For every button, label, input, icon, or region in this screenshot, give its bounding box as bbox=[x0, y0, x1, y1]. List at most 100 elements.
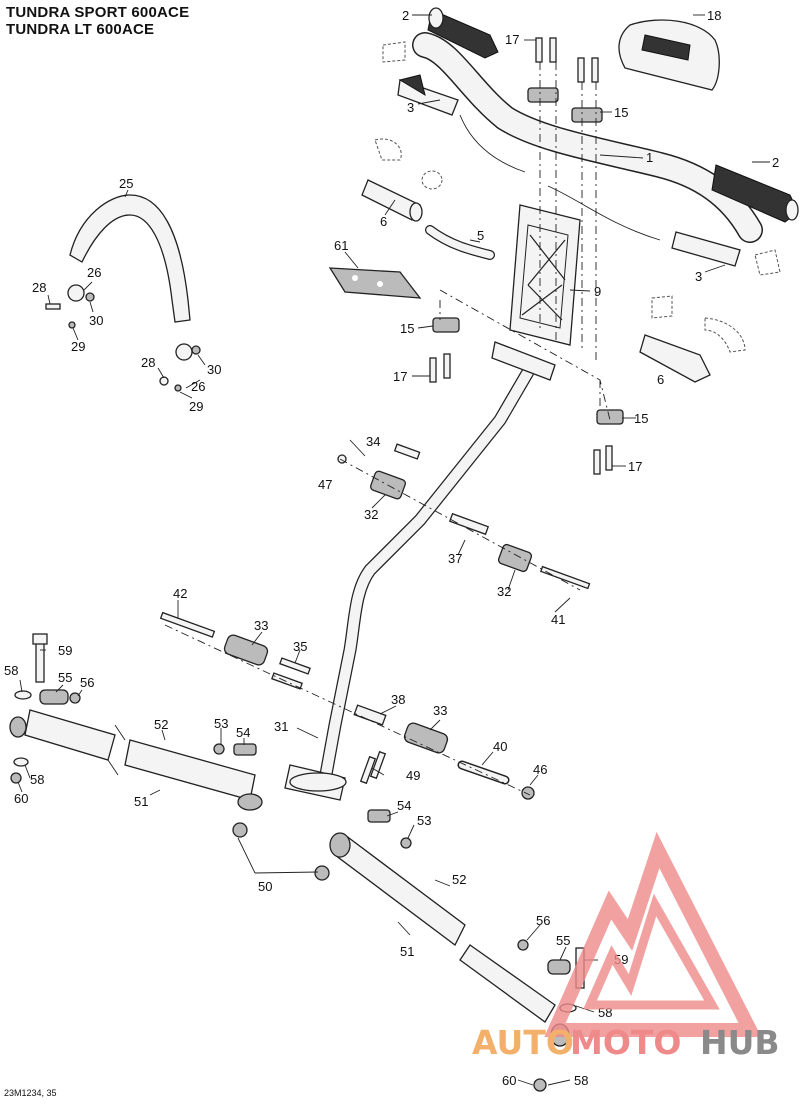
callout-17-top: 17 bbox=[505, 32, 519, 47]
callout-55-right: 55 bbox=[556, 933, 570, 948]
ball-joint-54-left bbox=[233, 743, 257, 756]
ball-end-right bbox=[550, 1023, 570, 1047]
handlebar bbox=[412, 32, 763, 243]
bushing-50-a bbox=[232, 822, 248, 838]
handlebar-cover bbox=[618, 19, 720, 91]
callout-17-mid: 17 bbox=[393, 369, 407, 384]
callout-52-left: 52 bbox=[154, 717, 168, 732]
callout-55-left: 55 bbox=[58, 670, 72, 685]
ball-joint-33-lower bbox=[403, 722, 449, 754]
callout-61: 61 bbox=[334, 238, 348, 253]
callout-9: 9 bbox=[594, 284, 601, 299]
grip-insert-6-upper bbox=[361, 179, 423, 222]
cap-ghost-5 bbox=[704, 317, 746, 353]
cap-ghost-2 bbox=[421, 170, 443, 190]
diagram-title-2: TUNDRA LT 600ACE bbox=[6, 21, 155, 38]
callout-6-upper: 6 bbox=[380, 214, 387, 229]
callout-33-lower: 33 bbox=[433, 703, 447, 718]
tie-rod-end-left bbox=[9, 633, 69, 738]
callout-2-left: 2 bbox=[402, 8, 409, 23]
riser-block bbox=[509, 204, 581, 346]
callout-29-upper: 29 bbox=[71, 339, 85, 354]
callout-15-mid: 15 bbox=[400, 321, 414, 336]
callout-46: 46 bbox=[533, 762, 547, 777]
cable-guide-25 bbox=[69, 194, 191, 323]
callout-58-right-top: 58 bbox=[598, 1005, 612, 1020]
callout-30-upper: 30 bbox=[89, 313, 103, 328]
callout-2-right: 2 bbox=[772, 155, 779, 170]
callout-32-lower: 32 bbox=[497, 584, 511, 599]
callout-34: 34 bbox=[366, 434, 380, 449]
callout-26-upper: 26 bbox=[87, 265, 101, 280]
callout-30-lower: 30 bbox=[207, 362, 221, 377]
ball-joint-54-right bbox=[367, 809, 391, 823]
washer-58-left-top bbox=[14, 690, 32, 700]
callout-3-right: 3 bbox=[695, 269, 702, 284]
spacer-38 bbox=[353, 704, 387, 726]
steering-column bbox=[284, 341, 556, 801]
callout-33-upper: 33 bbox=[254, 618, 268, 633]
callout-59-left: 59 bbox=[58, 643, 72, 658]
nut-56-left bbox=[69, 692, 81, 704]
cap-ghost-4 bbox=[651, 295, 673, 319]
callout-59-right: 59 bbox=[614, 952, 628, 967]
callout-3-left: 3 bbox=[407, 100, 414, 115]
bolts-49 bbox=[359, 750, 387, 785]
plate-61 bbox=[328, 267, 422, 299]
callout-6-lower: 6 bbox=[657, 372, 664, 387]
bolt-42 bbox=[159, 611, 216, 638]
diagram-title-1: TUNDRA SPORT 600ACE bbox=[6, 4, 190, 21]
grip-insert-6-lower bbox=[639, 334, 711, 383]
callout-40: 40 bbox=[493, 739, 507, 754]
callout-47: 47 bbox=[318, 477, 332, 492]
callout-51-right: 51 bbox=[400, 944, 414, 959]
callout-labels: 1 2 2 3 3 5 6 6 9 15 15 15 17 17 17 18 2… bbox=[4, 8, 779, 1088]
grip-left bbox=[427, 7, 499, 59]
callout-53-right: 53 bbox=[417, 813, 431, 828]
callout-28-upper: 28 bbox=[32, 280, 46, 295]
nut-60-left bbox=[10, 772, 22, 784]
clamp-upper bbox=[432, 87, 624, 425]
callout-37: 37 bbox=[448, 551, 462, 566]
bolt-41 bbox=[539, 565, 591, 590]
pin-34 bbox=[393, 443, 421, 460]
bolts-17 bbox=[429, 37, 613, 475]
tie-rod-end-32-lower bbox=[497, 543, 533, 573]
callout-50: 50 bbox=[258, 879, 272, 894]
callout-53-left: 53 bbox=[214, 716, 228, 731]
nut-60-right bbox=[533, 1078, 547, 1092]
clamp-26-upper bbox=[45, 284, 95, 329]
grip-heater-left bbox=[397, 74, 459, 116]
callout-17-low: 17 bbox=[628, 459, 642, 474]
spacer-35 bbox=[271, 657, 311, 690]
cap-ghost bbox=[374, 138, 402, 161]
nut-46 bbox=[521, 786, 535, 800]
callout-52-right: 52 bbox=[452, 872, 466, 887]
callout-38: 38 bbox=[391, 692, 405, 707]
callout-60-right: 60 bbox=[502, 1073, 516, 1088]
callout-28-lower: 28 bbox=[141, 355, 155, 370]
callout-54-left: 54 bbox=[236, 725, 250, 740]
nut-56-right bbox=[517, 939, 529, 951]
callout-1: 1 bbox=[646, 150, 653, 165]
callout-15-low: 15 bbox=[634, 411, 648, 426]
callout-26-lower: 26 bbox=[191, 379, 205, 394]
callout-56-left: 56 bbox=[80, 675, 94, 690]
callout-35: 35 bbox=[293, 639, 307, 654]
bushing-50-b bbox=[314, 865, 330, 881]
callout-58-left-bottom: 58 bbox=[30, 772, 44, 787]
nut-53-left bbox=[213, 743, 225, 755]
tie-rod-right bbox=[329, 832, 556, 1023]
nut-53-right bbox=[400, 837, 412, 849]
spacer-37 bbox=[448, 512, 490, 536]
bolt-59-right bbox=[575, 947, 585, 989]
tie-rod-left bbox=[24, 709, 263, 811]
grip-heater-right bbox=[671, 231, 741, 267]
callout-18: 18 bbox=[707, 8, 721, 23]
callout-56-right: 56 bbox=[536, 913, 550, 928]
washer-58-right bbox=[559, 1003, 577, 1013]
callout-60-left: 60 bbox=[14, 791, 28, 806]
callout-32-upper: 32 bbox=[364, 507, 378, 522]
washer-58-left bbox=[13, 757, 29, 767]
callout-49: 49 bbox=[406, 768, 420, 783]
